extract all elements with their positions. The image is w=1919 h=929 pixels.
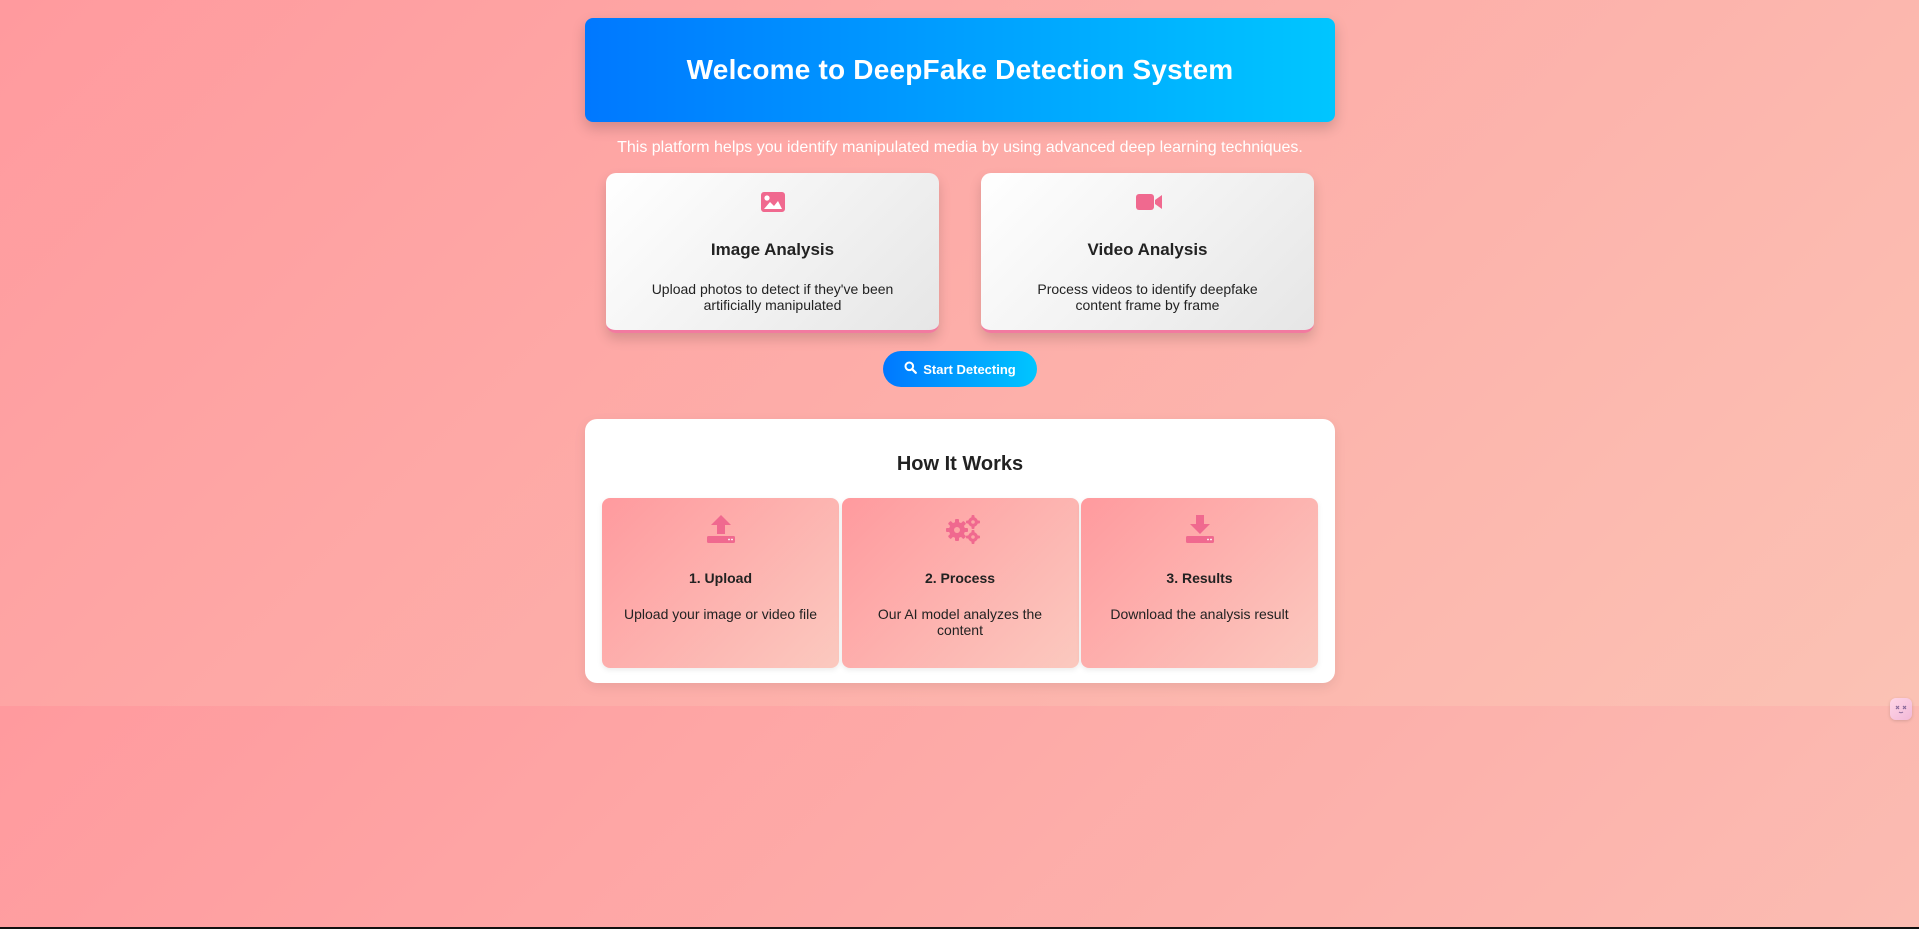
image-icon <box>760 191 786 213</box>
main-container: Welcome to DeepFake Detection System Thi… <box>585 18 1335 683</box>
page-background-lower <box>0 706 1919 927</box>
intro-text: This platform helps you identify manipul… <box>617 139 1303 156</box>
step-title: 1. Upload <box>688 570 752 586</box>
step-description: Download the analysis result <box>1110 606 1289 622</box>
step-description: Our AI model analyzes the content <box>877 606 1043 638</box>
cta-wrapper: Start Detecting <box>585 351 1335 387</box>
gears-icon <box>944 514 980 544</box>
steps-list: 1. Upload Upload your image or video fil… <box>602 498 1318 668</box>
feature-card-video-analysis[interactable]: Video Analysis Process videos to identif… <box>981 173 1314 333</box>
feature-cards: Image Analysis Upload photos to detect i… <box>606 173 1314 333</box>
feature-title: Video Analysis <box>1087 240 1208 259</box>
hero-banner: Welcome to DeepFake Detection System <box>585 18 1335 122</box>
video-camera-icon <box>1135 191 1162 213</box>
upload-icon <box>705 514 737 544</box>
search-icon <box>904 361 918 377</box>
step-title: 3. Results <box>1166 570 1233 586</box>
feature-card-image-analysis[interactable]: Image Analysis Upload photos to detect i… <box>606 173 939 333</box>
feature-title: Image Analysis <box>710 240 835 259</box>
download-icon <box>1184 514 1216 544</box>
feature-description: Process videos to identify deepfake cont… <box>1037 281 1258 313</box>
page-title: Welcome to DeepFake Detection System <box>686 54 1234 85</box>
feature-description: Upload photos to detect if they've been … <box>651 281 894 313</box>
start-detecting-label: Start Detecting <box>923 361 1016 377</box>
start-detecting-button[interactable]: Start Detecting <box>883 351 1037 387</box>
step-card-upload: 1. Upload Upload your image or video fil… <box>602 498 839 668</box>
step-card-results: 3. Results Download the analysis result <box>1081 498 1318 668</box>
how-it-works-panel: How It Works 1. Upload Upload your image… <box>585 419 1335 683</box>
how-it-works-title: How It Works <box>896 453 1024 475</box>
step-description: Upload your image or video file <box>624 606 817 622</box>
step-card-process: 2. Process Our AI model analyzes the con… <box>841 498 1079 668</box>
assistant-widget-icon[interactable] <box>1890 698 1912 720</box>
step-title: 2. Process <box>924 570 996 586</box>
